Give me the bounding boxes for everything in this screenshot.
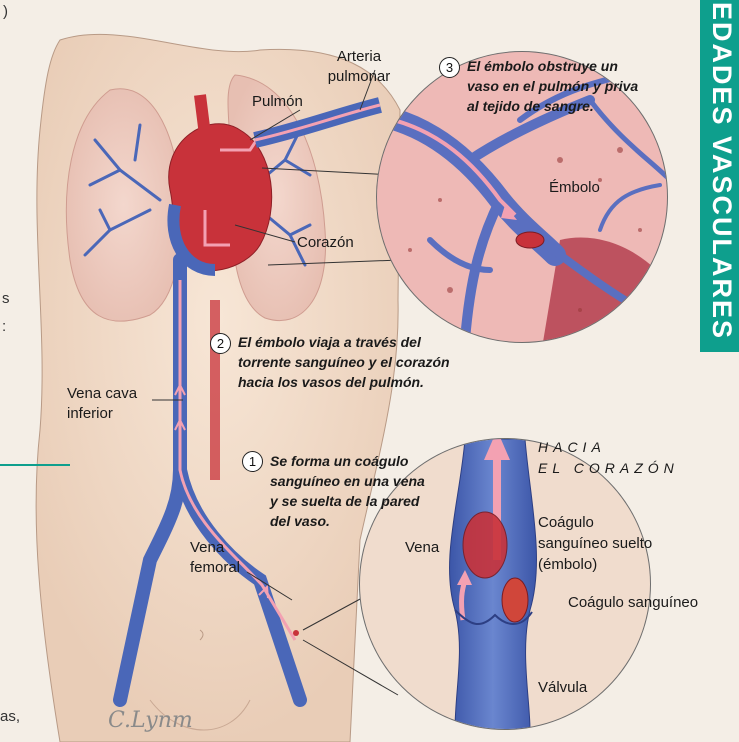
- label-el-corazon: EL CORAZÓN: [538, 457, 679, 479]
- label-coagulo-suelto-2: sanguíneo suelto: [538, 534, 652, 553]
- label-vena-cava: Vena cava: [67, 384, 137, 403]
- step-3-line-1: El émbolo obstruye un: [467, 57, 618, 75]
- artist-signature: C.Lynm: [108, 708, 193, 733]
- label-embolo: Émbolo: [549, 178, 600, 197]
- label-pulmon: Pulmón: [252, 92, 303, 111]
- label-vena: Vena: [405, 538, 439, 557]
- label-coagulo-sanguineo: Coágulo sanguíneo: [568, 593, 698, 612]
- step-1-line-3: y se suelta de la pared: [270, 492, 419, 510]
- label-vena-cava-inferior: inferior: [67, 404, 113, 423]
- label-hacia: HACIA: [538, 436, 606, 458]
- chapter-sidebar-tab: EDADES VASCULARES: [700, 0, 739, 352]
- label-coagulo-suelto-3: (émbolo): [538, 555, 597, 574]
- label-vena-femoral-2: femoral: [190, 558, 240, 577]
- page-fragment-top: ): [3, 3, 8, 20]
- sidebar-text: EDADES VASCULARES: [706, 2, 737, 340]
- step-3-line-3: al tejido de sangre.: [467, 97, 594, 115]
- label-corazon: Corazón: [297, 233, 354, 252]
- step-2-line-2: torrente sanguíneo y el corazón: [238, 353, 450, 371]
- step-1-line-1: Se forma un coágulo: [270, 452, 408, 470]
- label-vena-femoral: Vena: [190, 538, 224, 557]
- label-arteria: Arteria: [318, 47, 400, 66]
- label-coagulo-suelto-1: Coágulo: [538, 513, 594, 532]
- page-fragment-mid-1: s: [2, 290, 10, 307]
- page-fragment-mid-2: :: [2, 318, 6, 335]
- page-fragment-bottom: as,: [0, 708, 20, 725]
- label-pulmonar: pulmonar: [312, 67, 406, 86]
- label-valvula: Válvula: [538, 678, 587, 697]
- step-1-number: 1: [242, 451, 263, 472]
- step-2-line-1: El émbolo viaja a través del: [238, 333, 421, 351]
- step-2-number: 2: [210, 333, 231, 354]
- step-2-line-3: hacia los vasos del pulmón.: [238, 373, 424, 391]
- step-1-line-4: del vaso.: [270, 512, 330, 530]
- step-1-line-2: sanguíneo en una vena: [270, 472, 425, 490]
- step-3-number: 3: [439, 57, 460, 78]
- step-3-line-2: vaso en el pulmón y priva: [467, 77, 638, 95]
